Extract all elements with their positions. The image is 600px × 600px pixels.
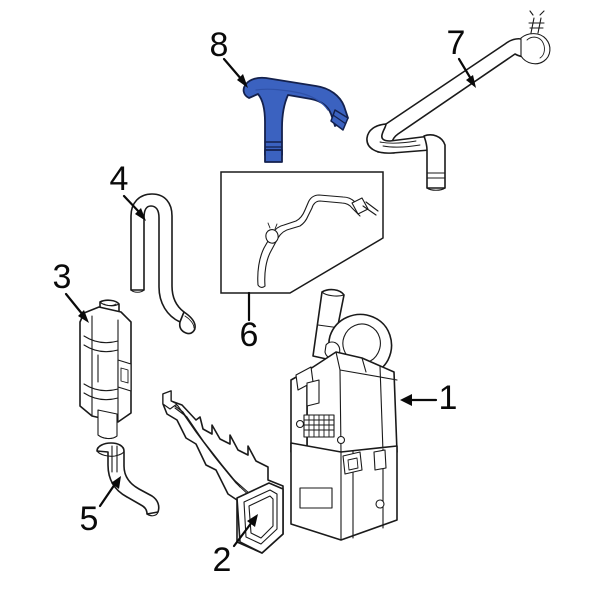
filler-neck-bottom-rim <box>97 434 118 439</box>
part-6-washer-nozzle-tube-inset[interactable] <box>220 171 384 294</box>
reservoir-boss-3 <box>375 499 385 509</box>
callout-label-8: 8 <box>210 26 229 64</box>
vent-hose-4-tail <box>178 311 196 335</box>
callout-label-6: 6 <box>240 316 259 354</box>
tank-upper-facet-3 <box>361 357 367 373</box>
reservoir-side-tab <box>373 449 387 471</box>
filler-neck-side-tab-slot <box>120 367 129 384</box>
callout-label-1: 1 <box>439 379 458 417</box>
reservoir-neck-stub <box>306 379 320 407</box>
leader-1 <box>400 394 438 406</box>
callout-label-5: 5 <box>80 500 99 538</box>
callout-label-4: 4 <box>110 160 129 198</box>
reservoir-boss-1 <box>295 419 305 429</box>
filler-body-crease-2 <box>83 344 119 353</box>
reservoir-boss-2 <box>336 435 346 445</box>
part-1-washer-fluid-reservoir[interactable] <box>290 288 398 541</box>
inset-box-frame <box>220 171 384 294</box>
callout-label-7: 7 <box>447 24 466 62</box>
leader-2 <box>232 514 258 548</box>
nozzle-tip-stub <box>362 201 379 216</box>
hose-8-top-highlight <box>255 88 329 111</box>
part-8-highlighted-washer-hose[interactable] <box>242 76 349 163</box>
bracket-flange-inner-2 <box>248 495 274 539</box>
part-3-filler-neck-housing[interactable] <box>79 299 132 440</box>
filler-neck-spout-inner <box>103 303 117 306</box>
part-5-elbow-outlet-hose[interactable] <box>96 442 160 517</box>
hose-7-loop-crease-2 <box>382 144 421 148</box>
leader-8 <box>222 57 248 88</box>
part-2-reservoir-mounting-bracket[interactable] <box>162 390 284 554</box>
vent-hose-4-open-end <box>130 289 145 293</box>
hose-7-spout-open-end <box>426 187 446 191</box>
hose-7-spring-clamp <box>528 17 545 34</box>
leader-7 <box>457 57 476 88</box>
elbow-hose-5-end-rim <box>146 511 159 517</box>
part-4-j-shaped-vent-hose[interactable] <box>130 193 196 335</box>
hose-8-end-cuff-line <box>332 114 347 125</box>
hose-7-spring-clamp-tip <box>529 10 545 16</box>
vent-hose-4-tail-rim <box>184 315 195 329</box>
tube-grommet-clip <box>265 229 279 244</box>
leader-3 <box>64 292 89 323</box>
filler-body-crease-1 <box>83 335 119 344</box>
reservoir-vent-grille <box>303 414 335 438</box>
callout-labels: 8 7 4 3 6 1 5 2 <box>53 24 466 579</box>
filler-neck-side-tab <box>117 359 132 392</box>
hose-7-loop-crease <box>379 140 417 144</box>
bracket-hook-end <box>162 390 178 410</box>
elbow-hose-5-body <box>96 442 160 515</box>
callout-leaders <box>64 57 476 548</box>
bracket-flange-inner-1 <box>243 489 278 545</box>
filler-body-crease-4 <box>83 392 119 401</box>
reservoir-mid-tab <box>342 451 363 475</box>
reservoir-front-panel <box>299 487 333 509</box>
leader-5 <box>98 476 121 508</box>
tube-grommet-tab <box>267 222 278 230</box>
hose-7-clamp-collar <box>520 33 551 65</box>
nozzle-tube-open-end <box>257 284 266 288</box>
nozzle-tube-outer <box>264 200 361 287</box>
leader-4 <box>122 194 146 221</box>
elbow-hose-5-top-rim <box>96 450 125 457</box>
filler-neck-bottom-stub <box>97 409 118 440</box>
hose-7-clamp-collar-inner <box>526 36 545 59</box>
nozzle-tube <box>257 194 364 286</box>
bracket-rib-3 <box>174 407 241 488</box>
callout-label-3: 3 <box>53 258 72 296</box>
reservoir-mid-tab-slot <box>347 457 359 471</box>
hose-8-lower-leg <box>264 149 283 163</box>
tank-upper-facet-4 <box>379 365 384 453</box>
callout-label-2: 2 <box>213 541 232 579</box>
filler-body-crease-3 <box>83 383 119 392</box>
part-7-long-filler-hose[interactable] <box>366 10 551 191</box>
elbow-hose-5-slot <box>111 445 118 473</box>
hose-8-body <box>242 76 349 156</box>
reservoir-filler-neck-rim <box>321 291 345 297</box>
hose-7-down-spout <box>423 134 446 189</box>
